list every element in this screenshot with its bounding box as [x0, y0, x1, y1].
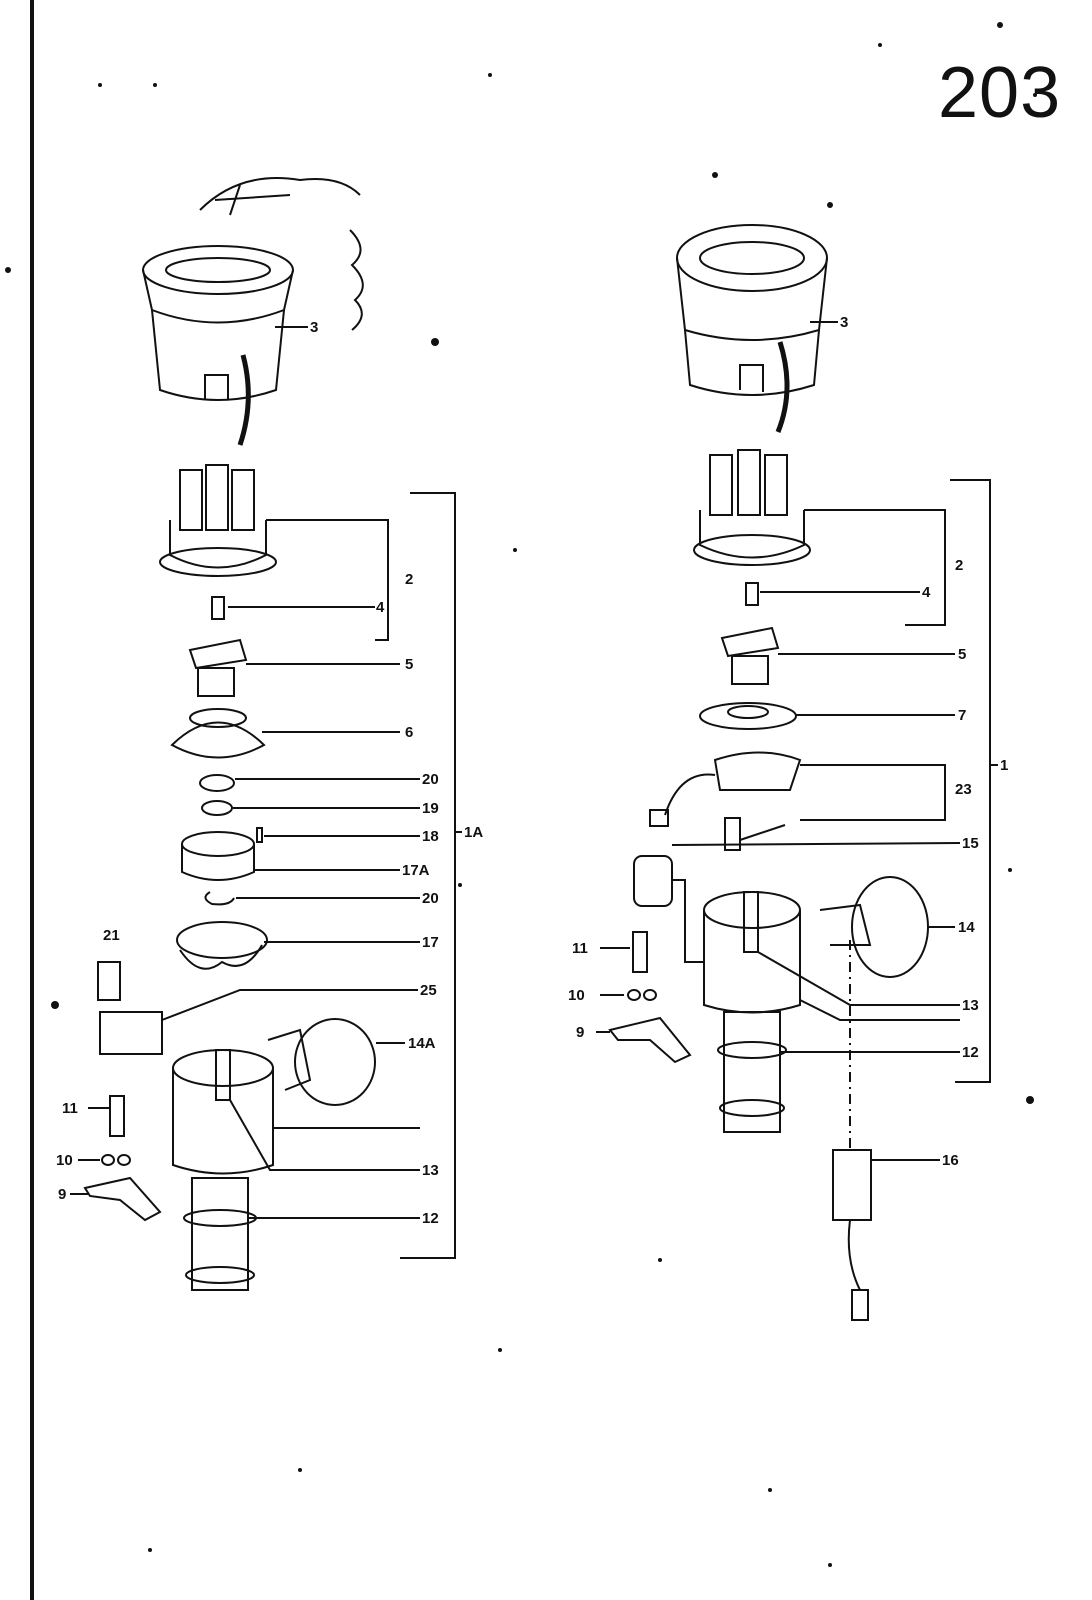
rotor-part [188, 638, 248, 697]
distributor-housing-part [703, 891, 801, 1133]
callout-label: 21 [103, 927, 120, 944]
contact-set-part [649, 751, 802, 851]
callout-label: 2 [955, 557, 964, 574]
snap-ring-part [204, 891, 235, 906]
shield-cap-part [142, 245, 294, 446]
callout-label: 5 [958, 646, 967, 663]
distributor-cap-part [159, 464, 277, 577]
callout-label: 5 [405, 656, 414, 673]
callout-label: 23 [955, 781, 972, 798]
ring-part [201, 800, 233, 816]
clamp-part [83, 1176, 162, 1222]
callout-label: 18 [422, 828, 439, 845]
callout-label: 11 [572, 940, 588, 957]
washer-part [101, 1154, 132, 1166]
vacuum-advance-part [267, 1018, 376, 1106]
callout-label: 25 [420, 982, 437, 999]
callout-label: 6 [405, 724, 414, 741]
callout-label: 4 [922, 584, 931, 601]
spring-part [745, 582, 759, 606]
callout-label: 3 [840, 314, 849, 331]
shield-cap-part [676, 224, 828, 433]
connector-part [97, 961, 121, 1001]
callout-label: 13 [422, 1162, 439, 1179]
dust-shield-part [170, 708, 266, 759]
callout-label: 14 [958, 919, 975, 936]
callout-label: 20 [422, 771, 439, 788]
callout-label: 1 [1000, 757, 1009, 774]
scribble-mark [349, 229, 364, 331]
callout-label: 9 [58, 1186, 67, 1203]
callout-label: 1A [464, 824, 484, 841]
screw-part [632, 931, 648, 973]
callout-label: 10 [56, 1152, 73, 1169]
callout-label: 17 [422, 934, 439, 951]
callout-label: 13 [962, 997, 979, 1014]
callout-label: 7 [958, 707, 967, 724]
ring-part [199, 774, 235, 792]
ignition-module-part [832, 1149, 872, 1321]
callout-label: 15 [962, 835, 979, 852]
callout-label: 3 [310, 319, 319, 336]
callout-label: 16 [942, 1152, 959, 1169]
distributor-housing-part [172, 1049, 274, 1291]
scan-speckles [5, 22, 1037, 1567]
breaker-plate-part [181, 831, 255, 881]
callout-label: 20 [422, 890, 439, 907]
washer-part [627, 989, 658, 1001]
pickup-assembly-part [176, 921, 268, 970]
callout-label: 17A [402, 862, 430, 879]
screw-part [109, 1095, 125, 1137]
distributor-cap-part [693, 449, 811, 566]
module-part [99, 1011, 163, 1055]
callout-label: 14A [408, 1035, 436, 1052]
callout-label: 9 [576, 1024, 585, 1041]
spring-part [211, 596, 225, 620]
callout-label: 11 [62, 1100, 78, 1117]
rotor-part [720, 626, 780, 685]
condenser-part [633, 855, 673, 907]
callout-label: 12 [962, 1044, 979, 1061]
callout-label: 4 [376, 599, 385, 616]
clamp-part [608, 1016, 692, 1064]
page-number: 203 [938, 53, 1062, 133]
callout-label: 19 [422, 800, 439, 817]
callout-label: 2 [405, 571, 414, 588]
callout-label: 10 [568, 987, 585, 1004]
dust-shield-part [699, 702, 797, 730]
callout-label: 12 [422, 1210, 439, 1227]
scribble-mark [199, 177, 361, 216]
pin-part [256, 827, 263, 843]
binding-edge [30, 0, 34, 1600]
vacuum-advance-part [819, 876, 929, 978]
